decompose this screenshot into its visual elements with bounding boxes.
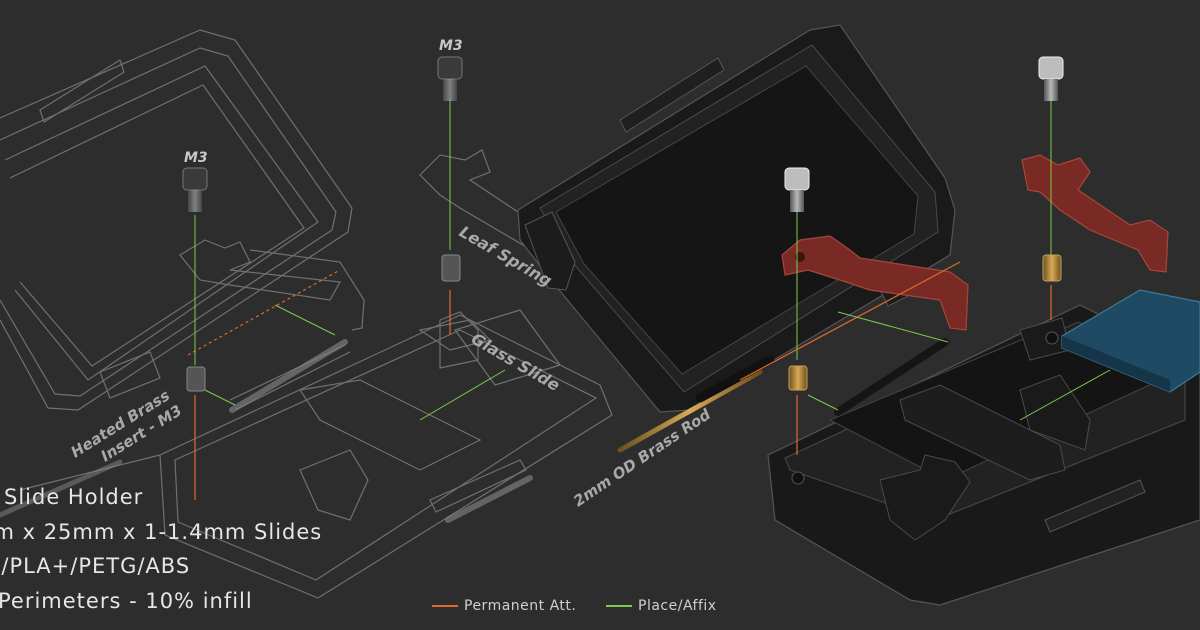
brass-rod [617,369,763,453]
solid-lid [517,24,956,413]
brass-insert-mid [788,365,808,391]
m3-screw-right [1038,56,1064,101]
m3-screw-top [437,56,463,101]
guide-lines-permanent [187,261,1052,500]
brass-insert-right [1042,254,1062,282]
m3-screw-mid [784,167,810,212]
legend-permanent: Permanent Att. [432,598,576,614]
wireframe-assembly [0,29,613,599]
hinge-pin-wire-long [0,459,123,518]
brass-insert-left [186,366,206,392]
hinge-pin-wire-base [445,475,533,523]
brass-insert-top [441,254,461,282]
spec-line: mm x 25mm x 1-1.4mm Slides [0,519,323,544]
wireframe-leaf-spring [179,149,561,301]
guide-lines-place [194,100,1111,421]
label-m3-left: M3 [184,150,208,166]
wireframe-lid [0,29,365,411]
wireframe-base [19,311,613,599]
legend-permanent-label: Permanent Att. [464,598,577,614]
legend-place: Place/Affix [606,598,717,614]
label-brass-rod: 2mm OD Brass Rod [570,405,714,510]
legend-place-swatch [606,605,632,607]
spec-line: Slide Holder [4,485,144,509]
legend-place-label: Place/Affix [638,598,717,614]
spec-line: Perimeters - 10% infill [0,588,253,613]
hinge-pin-wire-left [229,339,348,413]
m3-screw-left [182,167,208,212]
glass-slide-part [1061,289,1200,393]
hinge-pin-front [834,338,949,416]
wireframe-glass-slide [454,309,561,386]
steel-pin [695,355,775,403]
label-glass-slide: Glass Slide [468,329,563,395]
spec-line: A/PLA+/PETG/ABS [0,554,191,578]
legend-permanent-swatch [432,605,458,607]
latch-arm-back [1021,154,1169,273]
spec-text-block: Slide Holder mm x 25mm x 1-1.4mm Slides … [0,480,322,618]
label-m3-top: M3 [439,38,463,54]
